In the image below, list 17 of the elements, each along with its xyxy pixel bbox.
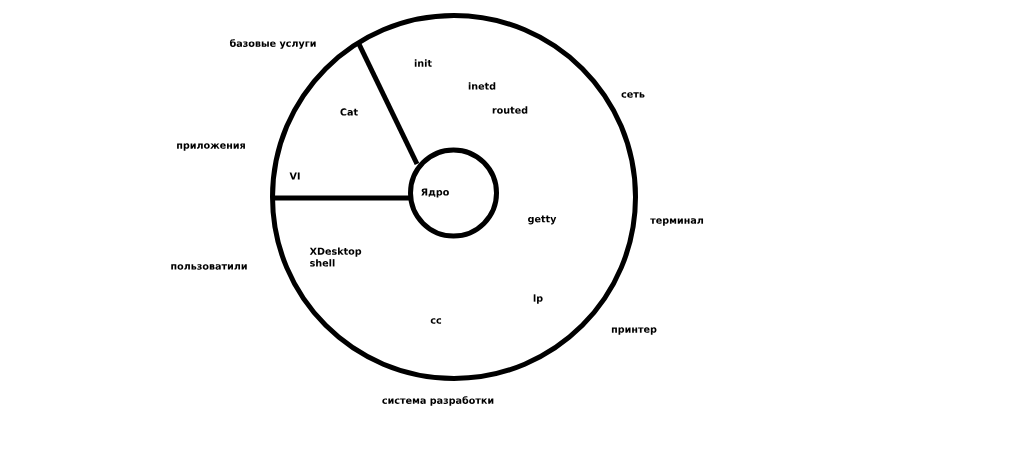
text-label: принтер (611, 327, 657, 335)
text-label: cc (430, 318, 442, 324)
text-label: Cat (340, 108, 358, 116)
text-label: init (414, 59, 432, 67)
text-label: inetd (468, 82, 496, 90)
text-label: getty (528, 215, 557, 225)
text-label: VI (289, 172, 300, 180)
text-label: routed (492, 106, 528, 114)
text-label: базовые услуги (229, 39, 316, 49)
text-label: lp (533, 294, 543, 304)
text-label: терминал (650, 218, 704, 226)
text-label: сеть (621, 92, 645, 98)
text-label: пользоватили (171, 264, 247, 270)
text-label: XDesktop shell (309, 247, 362, 267)
text-label: Ядро (421, 188, 449, 198)
text-label: система разработки (382, 396, 494, 406)
text-label: приложения (177, 143, 245, 151)
